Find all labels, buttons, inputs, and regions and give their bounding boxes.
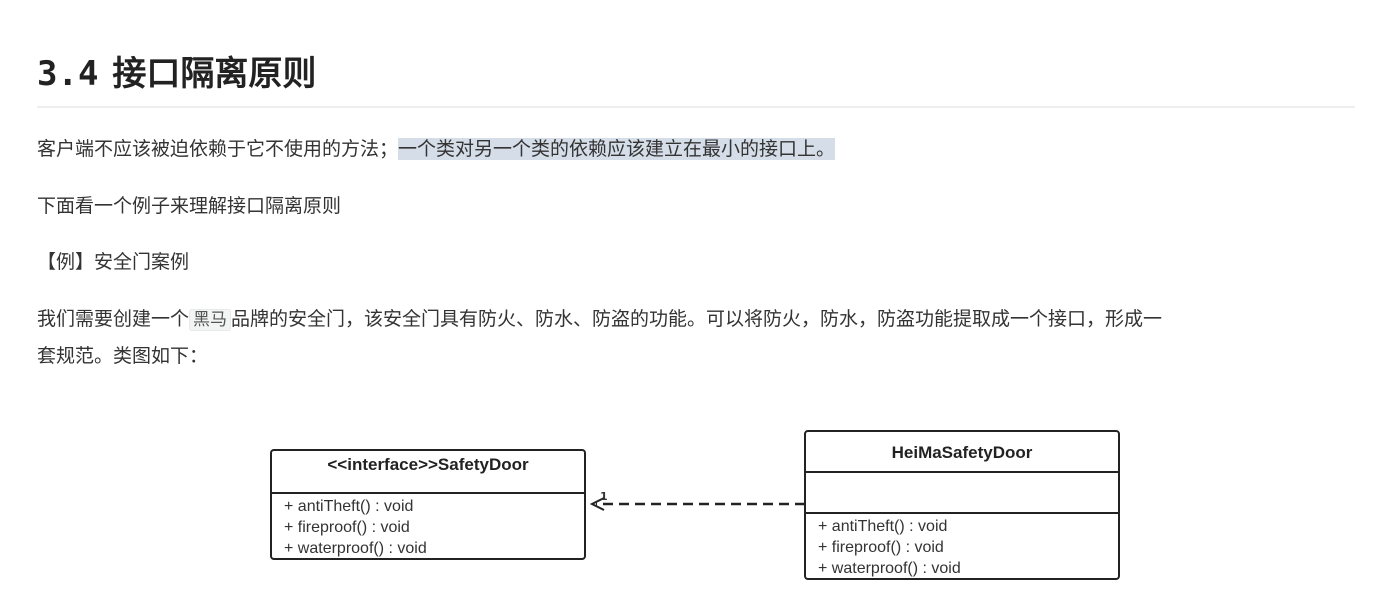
inline-code: 黑马 [189, 309, 232, 331]
heading-divider [37, 106, 1355, 108]
paragraph-definition: 客户端不应该被迫依赖于它不使用的方法；一个类对另一个类的依赖应该建立在最小的接口… [37, 131, 836, 168]
definition-text: 客户端不应该被迫依赖于它不使用的方法； [37, 138, 399, 160]
section-heading: 3.4 接口隔离原则 [37, 46, 316, 95]
selected-text[interactable]: 一个类对另一个类的依赖应该建立在最小的接口上。 [398, 138, 836, 160]
method: + waterproof() : void [284, 540, 427, 557]
interface-safetydoor: <<interface>>SafetyDoor + antiTheft() : … [270, 449, 586, 560]
method: + fireproof() : void [818, 539, 944, 556]
class-heimasafetydoor: HeiMaSafetyDoor + antiTheft() : void + f… [804, 430, 1120, 580]
paragraph-example-title: 【例】安全门案例 [37, 251, 190, 273]
method: + antiTheft() : void [818, 518, 948, 535]
method: + fireproof() : void [284, 519, 410, 536]
class-name: HeiMaSafetyDoor [806, 432, 1118, 473]
attributes-section [806, 473, 1118, 514]
method: + waterproof() : void [818, 560, 961, 577]
method: + antiTheft() : void [284, 498, 414, 515]
text: 品牌的安全门，该安全门具有防火、防水、防盗的功能。可以将防火，防水，防盗功能提取… [231, 308, 1163, 330]
paragraph-intro: 下面看一个例子来理解接口隔离原则 [37, 195, 342, 217]
text: 我们需要创建一个 [37, 308, 190, 330]
multiplicity-label: 1 [600, 490, 608, 503]
section-number: 3.4 [37, 54, 99, 94]
paragraph-description-cont: 套规范。类图如下： [37, 345, 209, 367]
section-title: 接口隔离原则 [112, 54, 317, 94]
paragraph-description: 我们需要创建一个黑马品牌的安全门，该安全门具有防火、防水、防盗的功能。可以将防火… [37, 301, 1162, 339]
interface-name: <<interface>>SafetyDoor [272, 451, 584, 494]
